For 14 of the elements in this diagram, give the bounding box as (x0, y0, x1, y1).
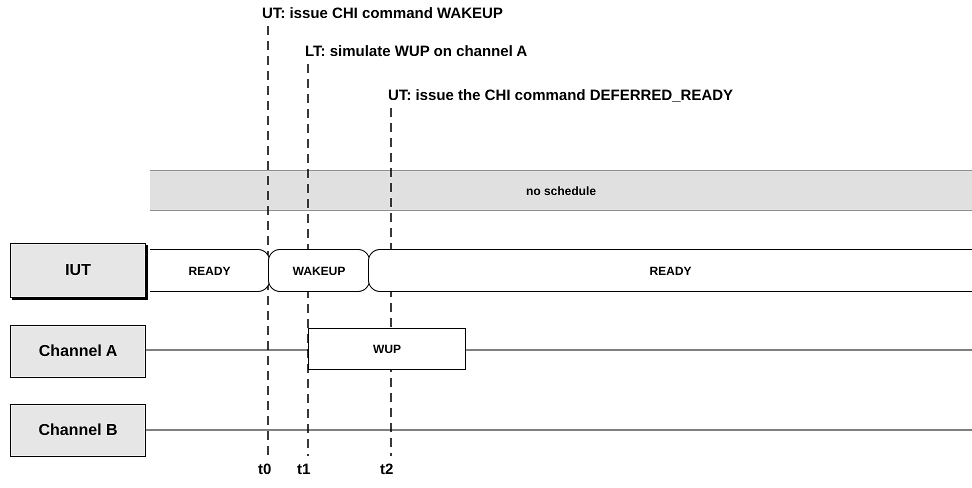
time-marker-label: t2 (380, 461, 394, 478)
time-marker-label: t1 (297, 461, 310, 478)
state-segment: READY (150, 249, 270, 292)
time-marker-label: t0 (258, 461, 272, 478)
schedule-band: no schedule (150, 170, 972, 211)
state-segment: WAKEUP (268, 249, 370, 292)
annotation-text: UT: issue the CHI command DEFERRED_READY (388, 87, 734, 104)
pulse-box: WUP (308, 328, 466, 370)
annotation-text: LT: simulate WUP on channel A (305, 43, 528, 60)
signal-name-box: Channel B (10, 404, 146, 457)
annotation-text: UT: issue CHI command WAKEUP (262, 5, 503, 22)
state-segment: READY (368, 249, 972, 292)
signal-name-box: Channel A (10, 325, 146, 378)
signal-name-box: IUT (10, 243, 146, 298)
